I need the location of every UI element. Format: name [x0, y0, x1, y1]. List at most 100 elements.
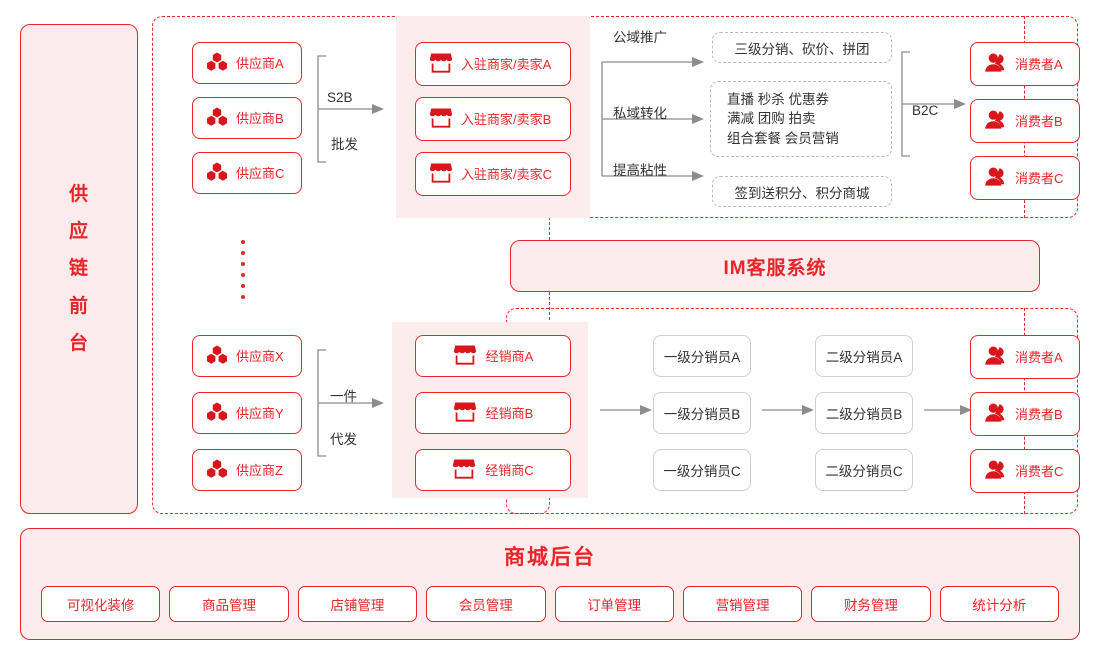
consumer-label: 消费者A — [1015, 349, 1063, 365]
hexagon-cluster-icon — [206, 162, 228, 185]
merchant-label: 入驻商家/卖家C — [461, 166, 553, 182]
supplier-box[interactable]: 供应商Y — [192, 392, 302, 434]
level2-label: 二级分销员B — [825, 407, 903, 422]
marketing-line-2: 满减 团购 拍卖 — [727, 111, 816, 127]
backend-item-statistics-analysis[interactable]: 统计分析 — [939, 586, 1059, 622]
consumer-label: 消费者B — [1015, 113, 1063, 129]
panel-char: 台 — [68, 332, 89, 354]
dropshipping-connector-bracket — [317, 349, 384, 457]
user-icon — [984, 109, 1007, 133]
hexagon-cluster-icon — [206, 52, 228, 75]
backend-item-finance-management[interactable]: 财务管理 — [811, 586, 931, 622]
dropshipping-label-line1: 一件 — [330, 389, 357, 404]
marketing-tools-box[interactable]: 直播 秒杀 优惠券 满减 团购 拍卖 组合套餐 会员营销 — [710, 81, 892, 157]
shop-icon — [429, 52, 453, 76]
mall-backend-items: 可视化装修 商品管理 店铺管理 会员管理 订单管理 营销管理 财务管理 统计分析 — [41, 586, 1059, 622]
level2-label: 二级分销员A — [825, 350, 903, 365]
consumer-box[interactable]: 消费者A — [970, 335, 1080, 379]
supplier-label: 供应商X — [236, 348, 284, 364]
level2-distributor-box[interactable]: 二级分销员B — [815, 392, 913, 434]
merchant-box[interactable]: 入驻商家/卖家B — [415, 97, 571, 141]
consumer-label: 消费者C — [1015, 170, 1064, 186]
user-icon — [984, 459, 1007, 483]
mall-backend-title: 商城后台 — [504, 546, 596, 569]
level2-distributor-box[interactable]: 二级分销员C — [815, 449, 913, 491]
level1-distributor-box[interactable]: 一级分销员B — [653, 392, 751, 434]
mall-backend-panel: 商城后台 可视化装修 商品管理 店铺管理 会员管理 订单管理 营销管理 财务管理… — [20, 528, 1080, 640]
consumer-label: 消费者B — [1015, 406, 1063, 422]
dealer-box[interactable]: 经销商A — [415, 335, 571, 377]
merchant-box[interactable]: 入驻商家/卖家C — [415, 152, 571, 196]
supply-chain-frontend-label: 供 应 链 前 台 — [69, 176, 89, 361]
dealer-box[interactable]: 经销商C — [415, 449, 571, 491]
shop-icon — [452, 458, 476, 482]
level1-distributor-box[interactable]: 一级分销员A — [653, 335, 751, 377]
merchant-label: 入驻商家/卖家B — [461, 111, 552, 127]
supply-chain-frontend-panel: 供 应 链 前 台 — [20, 24, 138, 514]
level1-label: 一级分销员A — [663, 350, 741, 365]
consumer-box[interactable]: 消费者C — [970, 156, 1080, 200]
backend-item-marketing-management[interactable]: 营销管理 — [682, 586, 803, 622]
shop-icon — [453, 401, 477, 425]
supplier-box[interactable]: 供应商X — [192, 335, 302, 377]
level1-label: 一级分销员C — [663, 464, 741, 479]
im-customer-service-bar[interactable]: IM客服系统 — [510, 240, 1040, 292]
supplier-label: 供应商Z — [236, 462, 283, 478]
channel-label-public: 公域推广 — [613, 30, 667, 45]
hexagon-cluster-icon — [206, 107, 228, 130]
s2b-label-line2: 批发 — [331, 137, 358, 152]
supplier-box[interactable]: 供应商B — [192, 97, 302, 139]
dealer-box[interactable]: 经销商B — [415, 392, 571, 434]
supplier-box[interactable]: 供应商A — [192, 42, 302, 84]
promotion-box[interactable]: 三级分销、砍价、拼团 — [712, 32, 892, 63]
supplier-label: 供应商Y — [236, 405, 284, 421]
level1-label: 一级分销员B — [663, 407, 741, 422]
level2-distributor-box[interactable]: 二级分销员A — [815, 335, 913, 377]
backend-item-order-management[interactable]: 订单管理 — [554, 586, 674, 622]
channel-branch-connectors — [601, 57, 704, 181]
hexagon-cluster-icon — [206, 345, 228, 368]
consumer-box[interactable]: 消费者C — [970, 449, 1080, 493]
merchant-label: 入驻商家/卖家A — [461, 56, 552, 72]
b2c-connector-bracket — [901, 51, 966, 157]
supplier-box[interactable]: 供应商Z — [192, 449, 302, 491]
consumer-box[interactable]: 消费者B — [970, 392, 1080, 436]
dealer-label: 经销商C — [485, 462, 534, 478]
panel-char: 链 — [68, 258, 89, 280]
dealer-label: 经销商B — [485, 405, 534, 421]
backend-item-member-management[interactable]: 会员管理 — [426, 586, 546, 622]
backend-item-store-management[interactable]: 店铺管理 — [297, 586, 418, 622]
supplier-label: 供应商C — [236, 165, 285, 181]
arrow-level2-to-consumer — [924, 405, 972, 415]
dealer-label: 经销商A — [485, 348, 534, 364]
backend-item-visual-decoration[interactable]: 可视化装修 — [41, 586, 161, 622]
shop-icon — [453, 344, 477, 368]
merchant-box[interactable]: 入驻商家/卖家A — [415, 42, 571, 86]
b2c-label: B2C — [912, 103, 939, 118]
panel-char: 供 — [68, 184, 89, 206]
ellipsis-dots — [241, 240, 245, 299]
user-icon — [984, 345, 1007, 369]
hexagon-cluster-icon — [206, 459, 228, 482]
level1-distributor-box[interactable]: 一级分销员C — [653, 449, 751, 491]
consumer-box[interactable]: 消费者B — [970, 99, 1080, 143]
panel-char: 前 — [68, 295, 89, 317]
user-icon — [984, 166, 1007, 190]
user-icon — [984, 402, 1007, 426]
panel-char: 应 — [68, 221, 89, 243]
s2b-label-line1: S2B — [327, 90, 353, 105]
consumer-box[interactable]: 消费者A — [970, 42, 1080, 86]
supplier-label: 供应商A — [236, 55, 284, 71]
marketing-line-3: 组合套餐 会员营销 — [727, 130, 839, 146]
supplier-box[interactable]: 供应商C — [192, 152, 302, 194]
consumer-label: 消费者A — [1015, 56, 1063, 72]
backend-item-product-management[interactable]: 商品管理 — [169, 586, 289, 622]
channel-label-private: 私域转化 — [613, 106, 667, 121]
points-mall-box[interactable]: 签到送积分、积分商城 — [712, 176, 892, 207]
arrow-level1-to-level2 — [762, 405, 814, 415]
consumer-label: 消费者C — [1015, 463, 1064, 479]
shop-icon — [429, 107, 453, 131]
promotion-label: 三级分销、砍价、拼团 — [734, 41, 870, 57]
level2-label: 二级分销员C — [825, 464, 903, 479]
